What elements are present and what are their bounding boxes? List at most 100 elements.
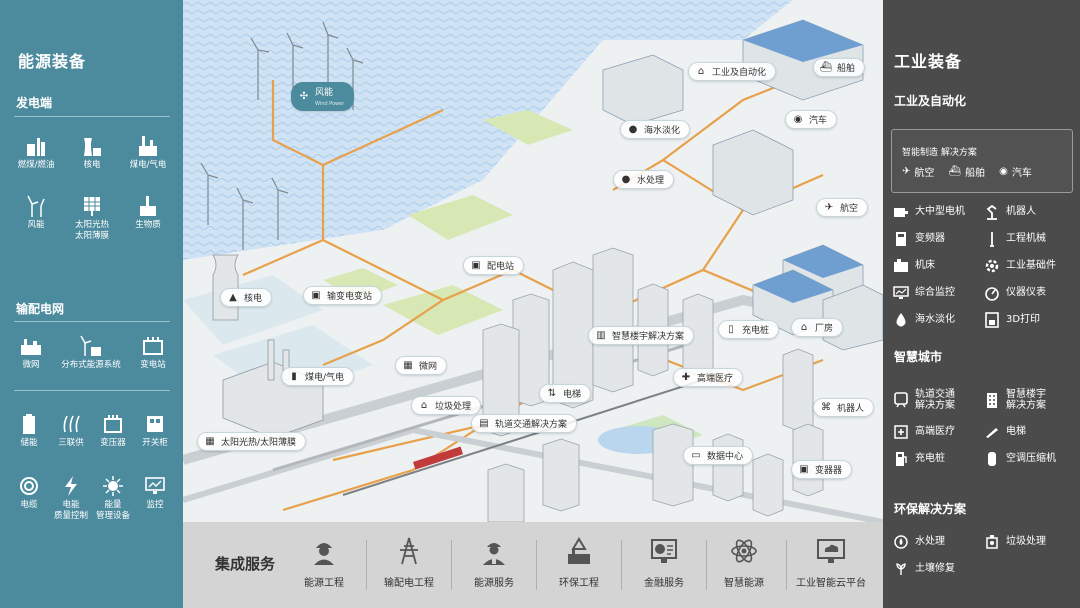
generation-item-biomass[interactable]: 生物质 [120, 194, 176, 254]
map-tag-desalination[interactable]: ●海水淡化 [620, 120, 691, 139]
grid-item-storage[interactable]: 储能 [8, 412, 50, 474]
map-tag-ship[interactable]: ⛴船舶 [813, 58, 866, 77]
grid-title: 输配电网 [16, 302, 65, 316]
map-tag-building[interactable]: ▥智慧楼宇解决方案 [588, 326, 695, 345]
industry-item-inverter[interactable]: 变频器 [893, 225, 984, 252]
city-item-elevator[interactable]: 电梯 [984, 418, 1075, 445]
robot-arm-icon: ⌘ [821, 402, 831, 413]
industry-item-motor[interactable]: 大中型电机 [893, 198, 984, 225]
grid-item-switchgear[interactable]: 开关柜 [134, 412, 176, 474]
industry-item-desalination[interactable]: 海水淡化 [893, 306, 984, 333]
industry-item-3d-printing[interactable]: 3D打印 [984, 306, 1075, 333]
grid-item-triple[interactable]: 三联供 [50, 412, 92, 474]
train-icon [893, 392, 909, 408]
industry-item-machine-tool[interactable]: 机床 [893, 252, 984, 279]
env-item-soil[interactable]: 土壤修复 [893, 555, 984, 582]
trash-icon: ⌂ [420, 400, 428, 411]
coal-oil-plant-icon [23, 134, 49, 158]
map-tag-elevator[interactable]: ⇅电梯 [539, 384, 592, 403]
service-environmental-engineering[interactable]: 环保工程 [536, 534, 622, 589]
map-tag-rail[interactable]: ▤轨道交通解决方案 [471, 414, 578, 433]
city-item-charging[interactable]: 充电桩 [893, 445, 984, 472]
grid-item-energy-mgmt[interactable]: 能量 管理设备 [92, 474, 134, 536]
grid-item-transformer[interactable]: 变压器 [92, 412, 134, 474]
city-item-building[interactable]: 智慧楼宇 解决方案 [984, 382, 1075, 418]
industry-item-robot[interactable]: 机器人 [984, 198, 1075, 225]
generation-item-nuclear[interactable]: 核电 [64, 134, 120, 194]
map-tag-substation[interactable]: ▣输变电变站 [303, 286, 383, 305]
environment-title: 环保解决方案 [894, 502, 967, 516]
grid-item-cable[interactable]: 电缆 [8, 474, 50, 536]
map-tag-medical[interactable]: ✚高端医疗 [673, 368, 744, 387]
map-tag-factory[interactable]: ⌂厂房 [791, 318, 844, 337]
substation-icon: ▣ [471, 260, 481, 271]
map-tag-industry[interactable]: ⌂工业及自动化 [688, 62, 777, 81]
smart-item-aviation[interactable]: ✈航空 [902, 166, 935, 179]
generation-item-solar[interactable]: 太阳光热 太阳薄膜 [64, 194, 120, 254]
power-tower-icon [392, 534, 426, 568]
map-tag-nuclear[interactable]: ▲核电 [220, 288, 273, 307]
substation-icon: ▣ [311, 290, 321, 301]
water-drop-icon: ● [621, 174, 631, 185]
industry-item-instruments[interactable]: 仪器仪表 [984, 279, 1075, 306]
service-financial[interactable]: 金融服务 [621, 534, 707, 589]
grid-items-more: 储能 三联供 变压器 开关柜 电缆 电能 质量控制 能量 管理设备 监控 [8, 412, 176, 536]
map-tag-aviation[interactable]: ✈航空 [816, 198, 869, 217]
map-tag-charging[interactable]: ▯充电桩 [718, 320, 780, 339]
transformer-icon: ▣ [799, 464, 809, 475]
recycle-icon [562, 534, 596, 568]
map-tag-distribution[interactable]: ▣配电站 [463, 256, 525, 275]
service-energy-services[interactable]: 能源服务 [451, 534, 537, 589]
smart-manufacturing-box: 智能制造 解决方案 ✈航空 ⛴船舶 ◉汽车 [891, 129, 1073, 193]
integrated-services-title: 集成服务 [215, 555, 276, 573]
grid-item-power-quality[interactable]: 电能 质量控制 [50, 474, 92, 536]
industry-item-components[interactable]: 工业基础件 [984, 252, 1075, 279]
battery-icon [16, 412, 42, 436]
divider [706, 540, 707, 590]
env-item-waste[interactable]: 垃圾处理 [984, 528, 1075, 555]
city-item-compressor[interactable]: 空调压缩机 [984, 445, 1075, 472]
map-tag-water[interactable]: ●水处理 [613, 170, 675, 189]
generation-item-coal-oil[interactable]: 燃煤/燃油 [8, 134, 64, 194]
industrial-equipment-title: 工业装备 [894, 52, 963, 71]
service-industrial-cloud[interactable]: 工业智能云平台 [786, 534, 876, 589]
gear-icon [984, 258, 1000, 274]
car-icon: ◉ [793, 114, 803, 125]
map-tag-transformer[interactable]: ▣变器器 [791, 460, 853, 479]
airplane-icon: ✈ [824, 202, 834, 213]
smart-item-car[interactable]: ◉汽车 [999, 166, 1032, 179]
grid-item-substation[interactable]: 变电站 [128, 334, 178, 384]
energy-equipment-panel: 能源装备 发电端 燃煤/燃油 核电 煤电/气电 风能 太阳光热 太阳薄膜 生物质… [0, 0, 183, 608]
generation-item-coal-gas[interactable]: 煤电/气电 [120, 134, 176, 194]
industry-item-machinery[interactable]: 工程机械 [984, 225, 1075, 252]
environment-items: 水处理 垃圾处理 土壤修复 [893, 528, 1075, 582]
service-energy-engineering[interactable]: 能源工程 [281, 534, 367, 589]
city-item-rail[interactable]: 轨道交通 解决方案 [893, 382, 984, 418]
map-tag-waste[interactable]: ⌂垃圾处理 [411, 396, 482, 415]
map-tag-microgrid[interactable]: ▦微网 [395, 356, 448, 375]
service-transmission-engineering[interactable]: 输配电工程 [366, 534, 452, 589]
industry-item-monitoring[interactable]: 综合监控 [893, 279, 984, 306]
grid-item-microgrid[interactable]: 微网 [8, 334, 54, 384]
nuclear-plant-icon: ▲ [229, 292, 237, 303]
smart-item-ship[interactable]: ⛴船舶 [948, 166, 986, 179]
map-tag-wind[interactable]: ✣ 风能 Wind Power [291, 82, 355, 111]
map-tag-coal-gas[interactable]: ▮煤电/气电 [281, 367, 355, 386]
service-smart-energy[interactable]: 智慧能源 [701, 534, 787, 589]
env-item-water[interactable]: 水处理 [893, 528, 984, 555]
map-tag-solar[interactable]: ▦太阳光热/太阳薄膜 [197, 432, 307, 451]
city-item-medical[interactable]: 高端医疗 [893, 418, 984, 445]
grid-item-distributed[interactable]: 分布式能源系统 [54, 334, 128, 384]
map-tag-datacenter[interactable]: ▭数据中心 [683, 446, 754, 465]
map-tag-car[interactable]: ◉汽车 [785, 110, 838, 129]
water-drop-icon: ● [628, 124, 638, 135]
airplane-icon: ✈ [902, 166, 911, 177]
building-icon: ▥ [596, 330, 606, 341]
grid-item-monitor[interactable]: 监控 [134, 474, 176, 536]
map-tag-robot[interactable]: ⌘机器人 [813, 398, 875, 417]
car-icon: ◉ [999, 166, 1008, 177]
generation-item-wind[interactable]: 风能 [8, 194, 64, 254]
microgrid-icon: ▦ [403, 360, 413, 371]
cloud-platform-icon [814, 534, 848, 568]
coal-gas-plant-icon: ▮ [291, 371, 297, 382]
